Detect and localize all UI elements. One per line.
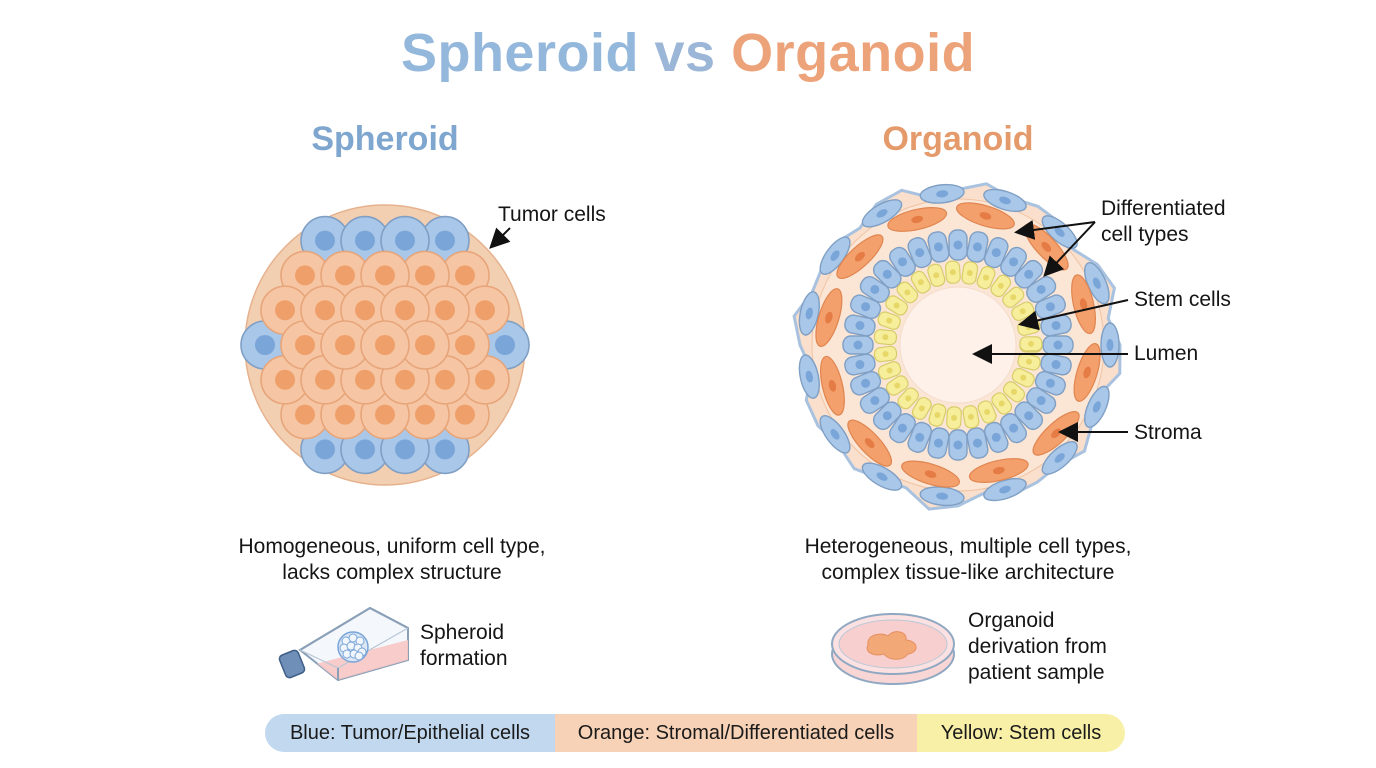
- legend-blue: Blue: Tumor/Epithelial cells: [265, 714, 555, 752]
- spheroid-nucleus: [375, 265, 395, 286]
- spheroid-nucleus: [335, 335, 355, 355]
- culture-flask-icon: [278, 606, 409, 682]
- lumen: [899, 286, 1017, 404]
- spheroid-nucleus: [315, 300, 335, 321]
- spheroid-nucleus: [295, 404, 315, 425]
- spheroid-nucleus: [335, 404, 355, 425]
- legend-orange: Orange: Stromal/Differentiated cells: [555, 714, 917, 752]
- spheroid-nucleus: [455, 335, 475, 355]
- label-lumen: Lumen: [1134, 342, 1199, 365]
- spheroid-nucleus: [495, 335, 515, 355]
- title-organoid: Organoid: [731, 23, 976, 83]
- label-differentiated-cells: Differentiated cell types: [1101, 196, 1226, 248]
- spheroid-nucleus: [275, 300, 295, 321]
- petri-dish-icon: [831, 613, 955, 685]
- spheroid-nucleus: [455, 265, 475, 286]
- spheroid-nucleus: [295, 265, 315, 286]
- tumor-cells-arrow: [489, 227, 511, 249]
- spheroid-nucleus: [355, 230, 375, 251]
- spheroid-nucleus: [415, 265, 435, 286]
- spheroid-nucleus: [455, 404, 475, 425]
- spheroid-nucleus: [435, 439, 455, 460]
- label-differentiated-line2: cell types: [1101, 223, 1189, 246]
- spheroid-nucleus: [355, 369, 375, 390]
- spheroid-nucleus: [375, 404, 395, 425]
- organoid-caption: Heterogeneous, multiple cell types, comp…: [768, 534, 1168, 586]
- spheroid-nucleus: [375, 335, 395, 355]
- spheroid-nucleus: [315, 369, 335, 390]
- organoid-caption-line2: complex tissue-like architecture: [821, 561, 1115, 584]
- spheroid-nucleus: [395, 300, 415, 321]
- spheroid-nucleus: [355, 439, 375, 460]
- spheroid-nucleus: [475, 369, 495, 390]
- label-differentiated-line1: Differentiated: [1101, 197, 1226, 220]
- spheroid-formation-line1: Spheroid: [420, 621, 505, 644]
- spheroid-nucleus: [415, 335, 435, 355]
- title-spheroid: Spheroid: [400, 23, 639, 83]
- spheroid-nucleus: [315, 230, 335, 251]
- organoid-derivation-line2: derivation from: [968, 635, 1107, 658]
- spheroid-nucleus: [395, 230, 415, 251]
- spheroid-nucleus: [255, 335, 275, 355]
- organoid-structure: [792, 182, 1122, 511]
- spheroid-formation-line2: formation: [420, 647, 508, 670]
- spheroid-nucleus: [415, 404, 435, 425]
- spheroid-nucleus: [435, 369, 455, 390]
- label-stroma: Stroma: [1134, 421, 1202, 444]
- spheroid-caption: Homogeneous, uniform cell type, lacks co…: [192, 534, 592, 586]
- organoid-caption-line1: Heterogeneous, multiple cell types,: [804, 535, 1132, 558]
- spheroid-nucleus: [475, 300, 495, 321]
- label-tumor-cells: Tumor cells: [498, 203, 606, 226]
- differentiated-arrow-2: [1043, 221, 1096, 277]
- spheroid-nucleus: [395, 369, 415, 390]
- title-vs: vs: [654, 23, 716, 83]
- spheroid-nucleus: [355, 300, 375, 321]
- spheroid-formation-label: Spheroid formation: [420, 620, 508, 672]
- spheroid-caption-line2: lacks complex structure: [282, 561, 502, 584]
- spheroid-heading: Spheroid: [311, 120, 459, 158]
- organoid-derivation-label: Organoid derivation from patient sample: [968, 608, 1107, 686]
- stem-cells-arrow: [1018, 299, 1129, 331]
- legend-yellow: Yellow: Stem cells: [917, 714, 1125, 752]
- differentiated-arrow-1: [1014, 220, 1096, 240]
- label-stem-cells: Stem cells: [1134, 288, 1231, 311]
- spheroid-cluster: [240, 204, 530, 486]
- spheroid-nucleus: [435, 230, 455, 251]
- spheroid-nucleus: [335, 265, 355, 286]
- spheroid-nucleus: [295, 335, 315, 355]
- spheroid-nucleus: [315, 439, 335, 460]
- spheroid-nucleus: [435, 300, 455, 321]
- color-legend: Blue: Tumor/Epithelial cells Orange: Str…: [265, 714, 1125, 752]
- organoid-heading: Organoid: [882, 120, 1034, 158]
- spheroid-nucleus: [395, 439, 415, 460]
- spheroid-nucleus: [275, 369, 295, 390]
- main-title: Spheroid vs Organoid: [0, 22, 1376, 84]
- organoid-derivation-line1: Organoid: [968, 609, 1055, 632]
- organoid-derivation-line3: patient sample: [968, 661, 1105, 684]
- spheroid-caption-line1: Homogeneous, uniform cell type,: [238, 535, 546, 558]
